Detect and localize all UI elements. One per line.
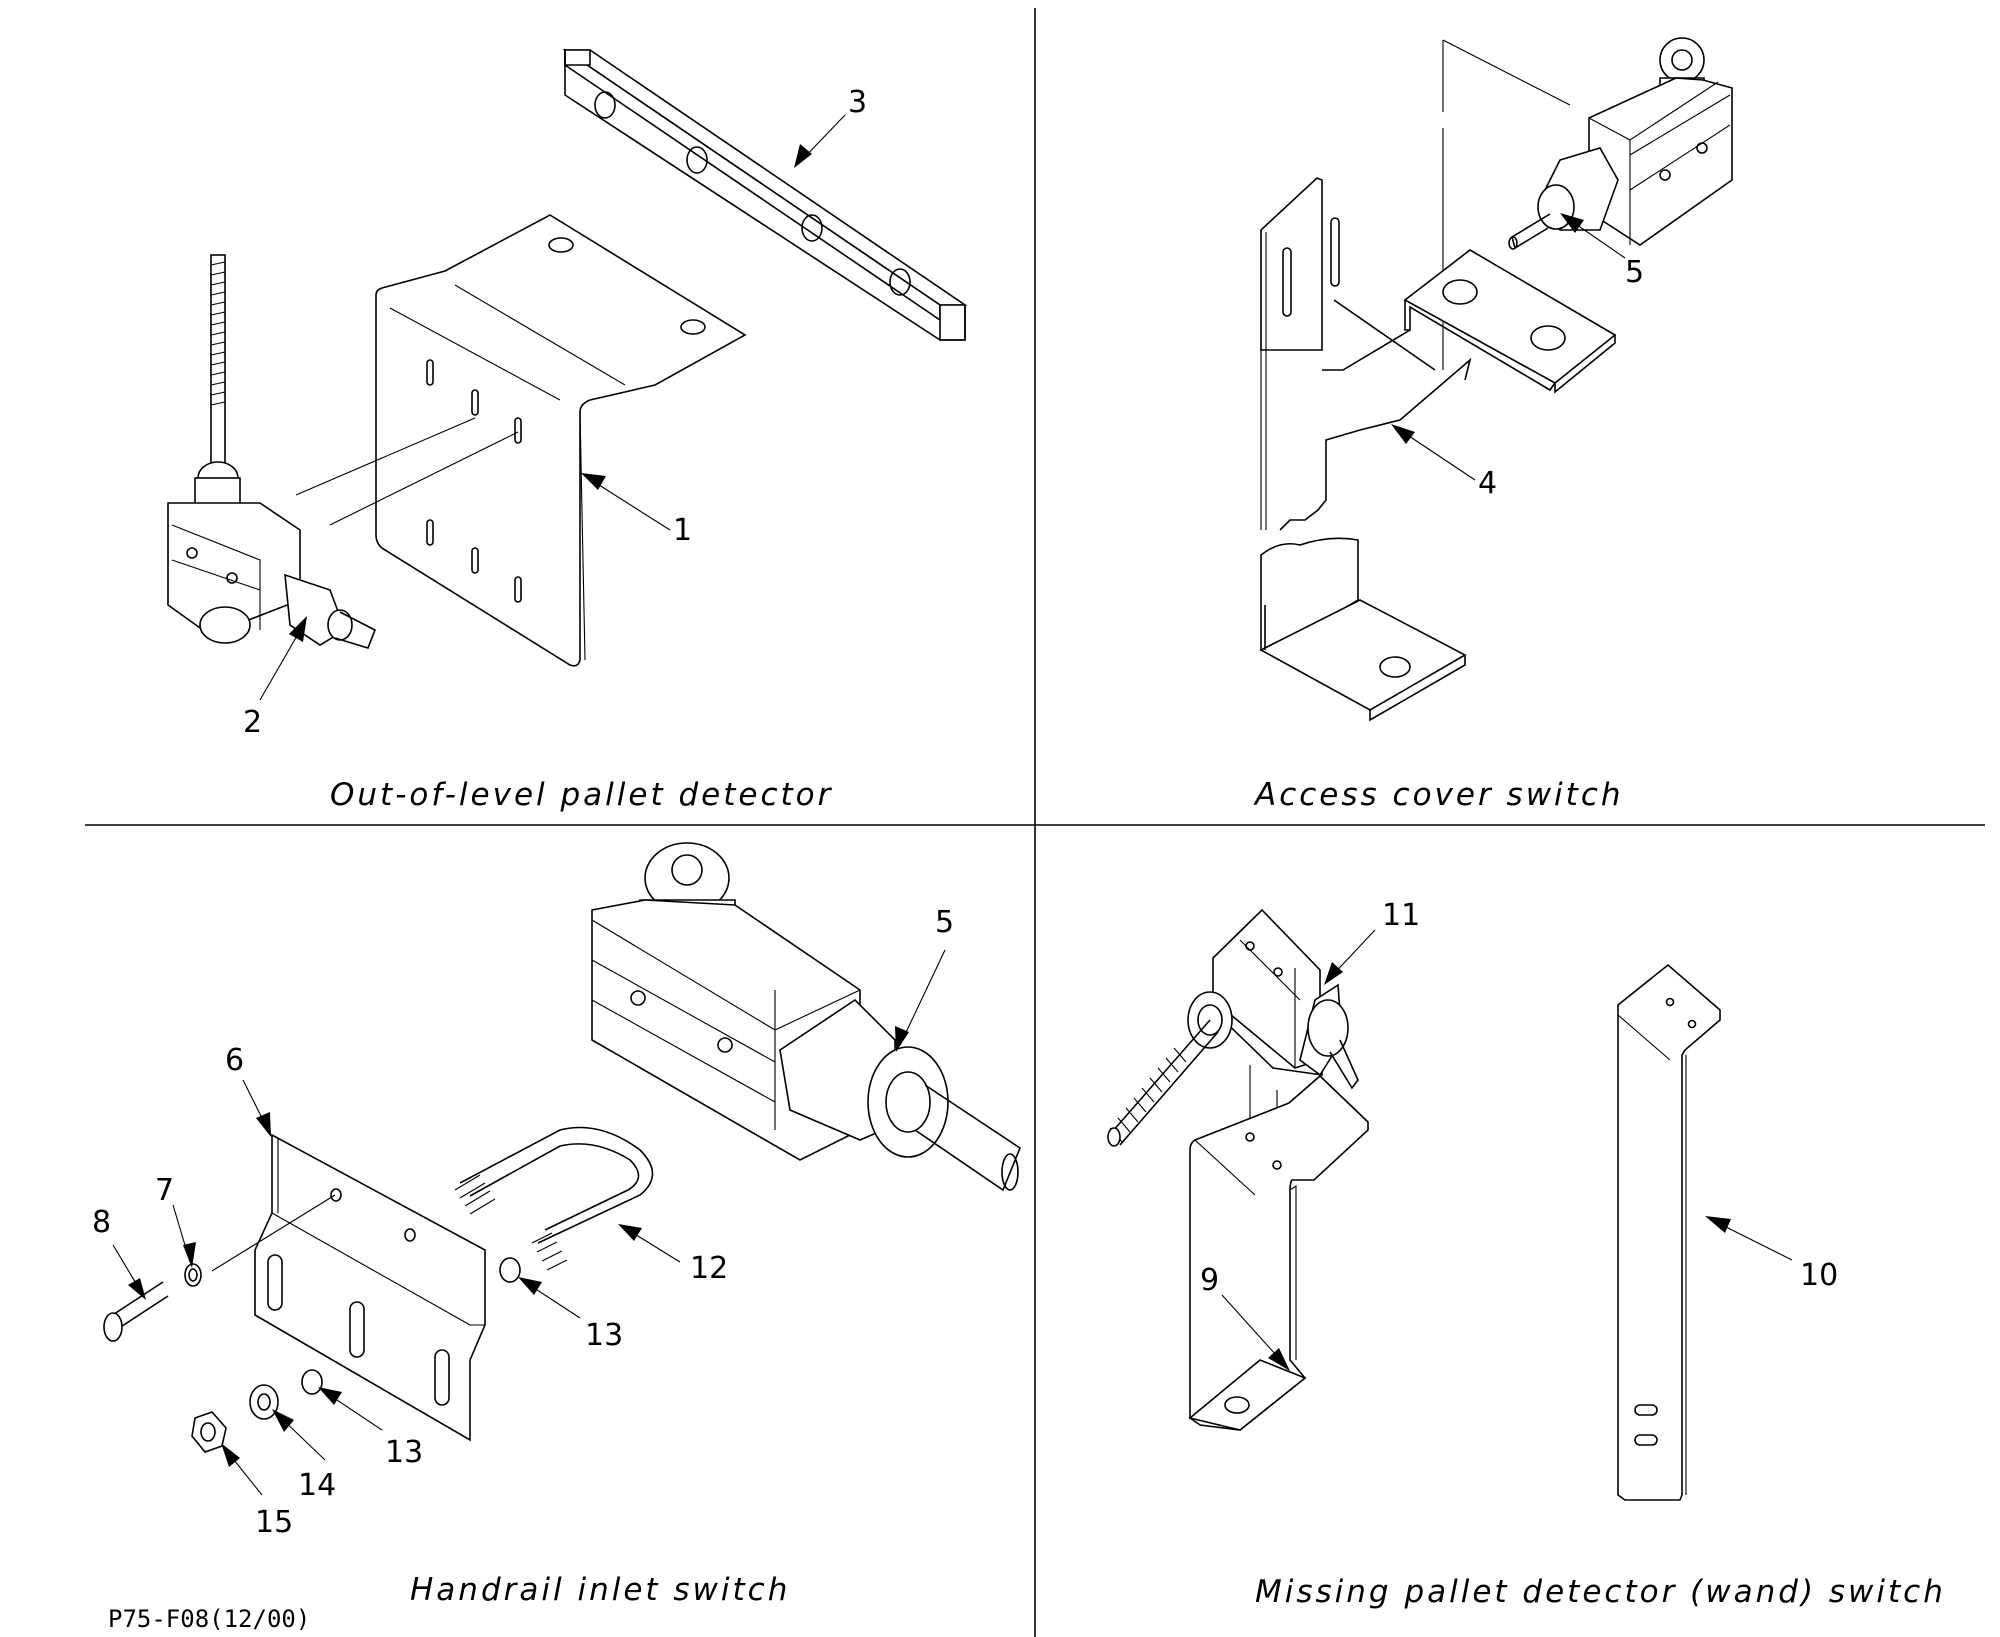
panel-caption: Missing pallet detector (wand) switch xyxy=(1255,1574,1946,1610)
switch-part xyxy=(1107,908,1359,1147)
callout-7: 7 xyxy=(155,1173,196,1268)
callout-number: 10 xyxy=(1800,1258,1838,1293)
callout-1: 1 xyxy=(581,473,692,548)
panel-caption: Handrail inlet switch xyxy=(410,1572,790,1608)
callout-number: 12 xyxy=(690,1251,728,1286)
panel-out-of-level: 1 2 3 Out-of-level pallet detector xyxy=(167,48,968,813)
panel-caption: Access cover switch xyxy=(1253,777,1624,813)
hardware-parts xyxy=(103,1257,521,1453)
callout-number: 8 xyxy=(92,1205,111,1240)
callout-number: 1 xyxy=(673,513,692,548)
callout-number: 6 xyxy=(225,1043,244,1078)
u-bolt-part xyxy=(454,1126,654,1271)
panel-caption: Out-of-level pallet detector xyxy=(330,777,833,813)
panel-missing-pallet: 9 10 11 Missing pallet detector (wand) s… xyxy=(1107,898,1946,1610)
drawing-number: P75-F08(12/00) xyxy=(108,1605,310,1633)
callout-number: 3 xyxy=(848,85,867,120)
bracket-part xyxy=(211,1133,486,1442)
callout-10: 10 xyxy=(1705,1216,1838,1293)
panel-handrail-inlet: 5 6 7 8 12 13 13 xyxy=(92,842,1021,1608)
callout-number: 2 xyxy=(243,705,262,740)
mounting-bar-part xyxy=(562,48,968,341)
callout-9: 9 xyxy=(1200,1263,1290,1371)
switch-part xyxy=(167,254,377,649)
callout-2: 2 xyxy=(243,616,307,740)
switch-part xyxy=(1508,37,1733,250)
callout-number: 13 xyxy=(585,1318,623,1353)
callout-number: 11 xyxy=(1382,898,1420,933)
short-bracket-part xyxy=(1188,1065,1369,1431)
tall-bracket-part xyxy=(1617,963,1721,1501)
bracket-part xyxy=(1259,39,1617,722)
callout-number: 7 xyxy=(155,1173,174,1208)
callout-15: 15 xyxy=(221,1443,293,1540)
callout-13b: 13 xyxy=(318,1387,423,1470)
callout-6: 6 xyxy=(225,1043,271,1137)
callout-number: 13 xyxy=(385,1435,423,1470)
callout-8: 8 xyxy=(92,1205,146,1300)
callout-number: 5 xyxy=(1625,255,1644,290)
callout-number: 14 xyxy=(298,1468,336,1503)
callout-14: 14 xyxy=(272,1409,336,1503)
callout-number: 5 xyxy=(935,905,954,940)
callout-number: 9 xyxy=(1200,1263,1219,1298)
callout-number: 4 xyxy=(1478,466,1497,501)
callout-12: 12 xyxy=(618,1224,728,1286)
panel-access-cover: 4 5 Access cover switch xyxy=(1253,37,1733,813)
callout-5b: 5 xyxy=(895,905,954,1052)
switch-part xyxy=(591,842,1021,1192)
callout-13a: 13 xyxy=(518,1277,623,1353)
callout-number: 15 xyxy=(255,1505,293,1540)
callout-3: 3 xyxy=(794,85,867,168)
callout-4: 4 xyxy=(1391,424,1497,501)
callout-11: 11 xyxy=(1324,898,1420,985)
callout-5: 5 xyxy=(1560,213,1644,290)
angle-bracket-part xyxy=(295,214,747,667)
